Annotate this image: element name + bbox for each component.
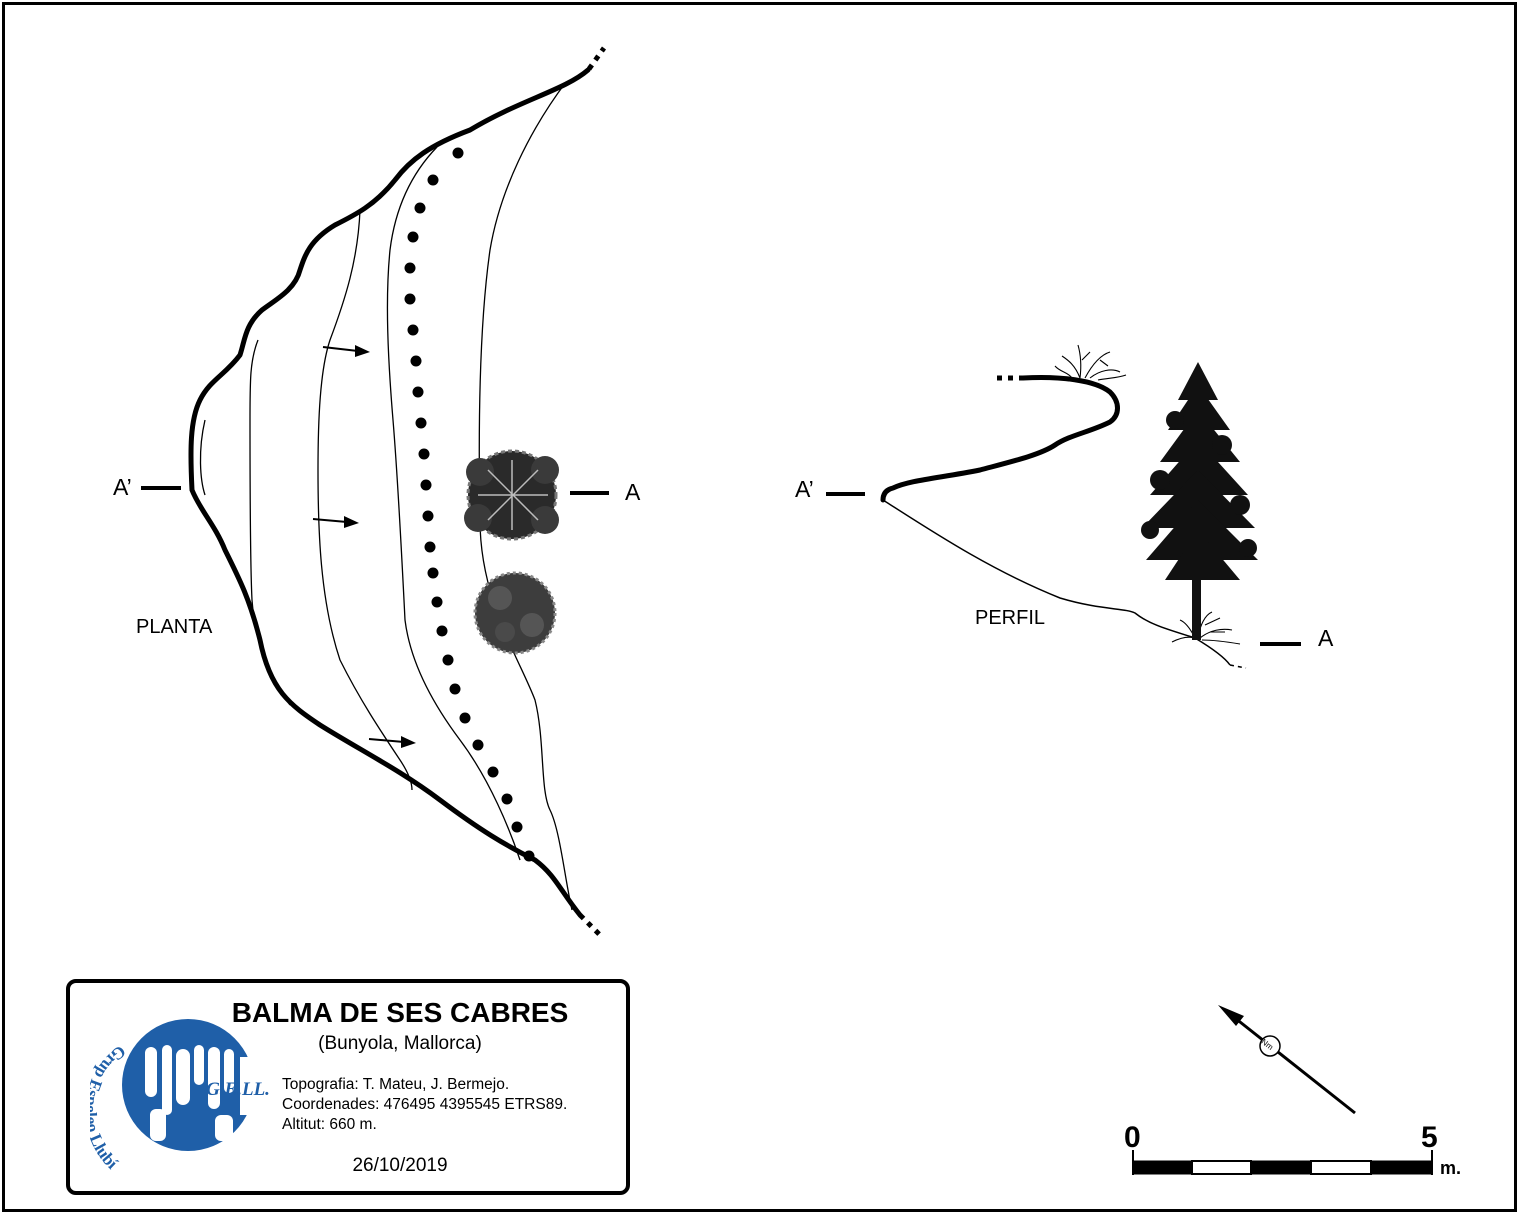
profile-floor-dashes bbox=[1229, 664, 1247, 669]
plan-section-label-right: A bbox=[625, 479, 641, 505]
profile-floor bbox=[882, 499, 1231, 666]
plan-slope-arrows bbox=[312, 345, 416, 748]
survey-date: 26/10/2019 bbox=[352, 1155, 448, 1176]
profile-section-label-right: A bbox=[1318, 625, 1334, 651]
profile-section-label-left: A’ bbox=[795, 476, 814, 502]
profile-pine-tree bbox=[1141, 362, 1258, 640]
title-block: G.E.LL. Grup Espeleo Llubí BALMA DE SES … bbox=[66, 979, 630, 1195]
survey-altitude: Altitut: 660 m. bbox=[282, 1116, 377, 1133]
plan-view-label: PLANTA bbox=[136, 616, 213, 638]
scale-unit-label: m. bbox=[1440, 1158, 1462, 1178]
plan-view bbox=[141, 46, 609, 937]
plan-contour-4 bbox=[386, 146, 521, 861]
survey-coordinates: Coordenades: 476495 4395545 ETRS89. bbox=[282, 1096, 568, 1113]
survey-title: BALMA DE SES CABRES bbox=[231, 997, 569, 1028]
scale-start-label: 0 bbox=[1124, 1121, 1141, 1154]
survey-location: (Bunyola, Mallorca) bbox=[318, 1033, 482, 1054]
profile-bush-bottom bbox=[1171, 611, 1241, 645]
plan-tree-canopy-1 bbox=[464, 449, 559, 541]
survey-topography: Topografia: T. Mateu, J. Bermejo. bbox=[282, 1076, 510, 1093]
plan-wall-dashes-top bbox=[586, 46, 607, 71]
svg-text:Grup Espeleo Llubí: Grup Espeleo Llubí bbox=[90, 1042, 129, 1173]
plan-wall-dashes-bottom bbox=[578, 913, 602, 937]
profile-view bbox=[826, 344, 1301, 669]
plan-contour-3 bbox=[317, 209, 413, 791]
plan-contour-2 bbox=[199, 419, 206, 496]
plan-dripline-dots bbox=[404, 147, 535, 862]
svg-text:G.E.LL.: G.E.LL. bbox=[206, 1079, 270, 1100]
gell-logo: G.E.LL. Grup Espeleo Llubí bbox=[90, 1019, 270, 1173]
plan-section-label-left: A’ bbox=[113, 474, 132, 500]
plan-tree-canopy-2 bbox=[473, 571, 557, 655]
plan-contour-1 bbox=[249, 339, 291, 706]
plan-contour-5 bbox=[478, 81, 573, 911]
profile-roof bbox=[880, 375, 1120, 503]
plan-outer-wall bbox=[188, 67, 591, 918]
profile-bush-top bbox=[1054, 344, 1127, 381]
profile-view-label: PERFIL bbox=[975, 607, 1046, 629]
scale-end-label: 5 bbox=[1421, 1121, 1438, 1154]
scale-bar bbox=[1132, 1150, 1433, 1175]
north-arrow bbox=[1218, 1005, 1356, 1115]
